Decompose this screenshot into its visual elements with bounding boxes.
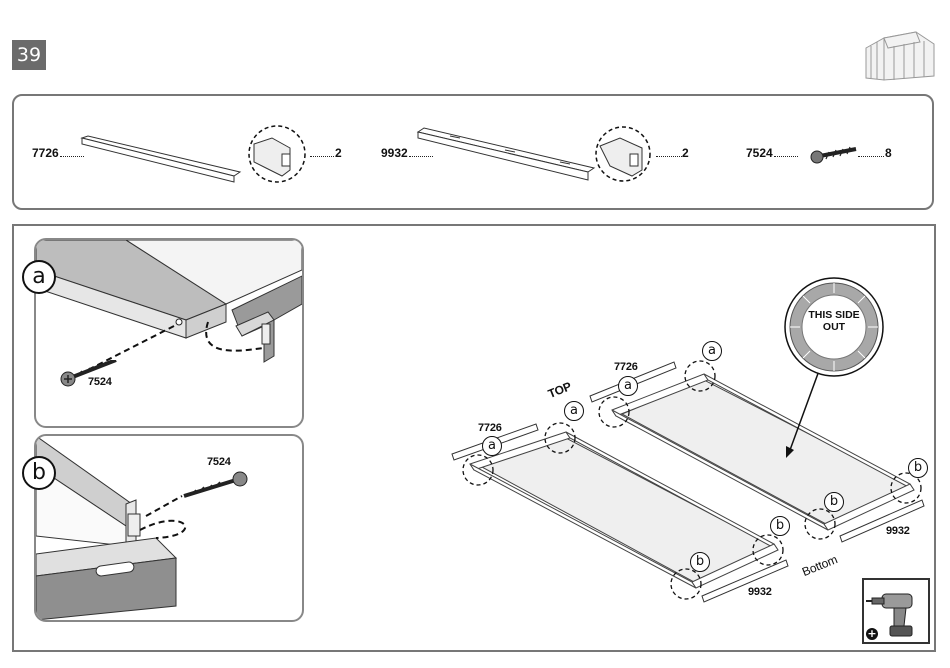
callout-a: a [618, 376, 638, 396]
part-label-9932: 9932 [748, 586, 772, 598]
part-label-7726: 7726 [614, 361, 638, 373]
zoom-circle-7726 [249, 126, 305, 182]
callout-b: b [770, 516, 790, 536]
plus-icon: + [866, 628, 878, 640]
callout-a: a [702, 341, 722, 361]
part-label-7726: 7726 [478, 422, 502, 434]
callout-b: b [824, 492, 844, 512]
callout-a: a [564, 401, 584, 421]
stamp-text: THIS SIDE OUT [796, 309, 872, 333]
callout-a: a [482, 436, 502, 456]
screw-part-7524 [811, 147, 856, 163]
zoom-circle-9932 [596, 127, 650, 181]
callout-b: b [690, 552, 710, 572]
part-9932-profile [418, 128, 594, 180]
part-label-9932: 9932 [886, 525, 910, 537]
tool-box: + [862, 578, 930, 644]
part-7726-profile [82, 136, 240, 182]
callout-b: b [908, 458, 928, 478]
